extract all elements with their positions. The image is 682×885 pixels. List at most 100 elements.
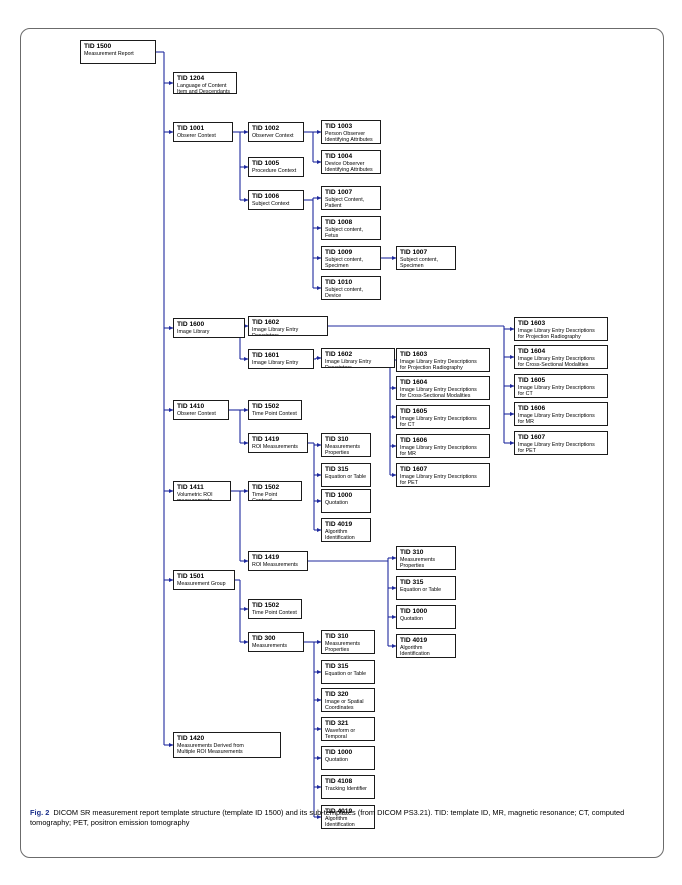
template-description: Measurements: [252, 643, 288, 649]
template-description: Image Library Entry Descriptions for PET: [518, 442, 595, 455]
template-description: Image Library Entry Descriptions for Pro…: [400, 359, 477, 372]
template-id: TID 321: [325, 720, 349, 727]
template-description: Subject Content, Patient: [325, 197, 365, 210]
template-id: TID 1603: [518, 320, 546, 327]
template-description: Subject content, Specimen: [325, 257, 363, 270]
template-id: TID 1602: [325, 351, 353, 358]
template-id: TID 1502: [252, 602, 280, 609]
template-id: TID 315: [325, 466, 349, 473]
template-id: TID 1606: [518, 405, 546, 412]
template-id: TID 1502: [252, 484, 280, 491]
template-description: Observer Context: [252, 133, 294, 139]
template-id: TID 1606: [400, 437, 428, 444]
template-id: TID 315: [325, 663, 349, 670]
template-description: Measurements Properties: [400, 557, 436, 570]
template-description: Image Library Entry Descriptors: [325, 359, 372, 367]
figure-caption: Fig. 2 DICOM SR measurement report templ…: [30, 808, 652, 828]
template-description: Measurement Group: [177, 581, 226, 587]
template-description: Image Library Entry Descriptions for MR: [518, 413, 595, 426]
template-id: TID 1000: [325, 492, 353, 499]
template-id: TID 1501: [177, 573, 205, 580]
template-id: TID 1600: [177, 321, 205, 328]
template-id: TID 1204: [177, 75, 205, 82]
template-description: Obserer Context: [177, 133, 216, 139]
template-id: TID 1001: [177, 125, 205, 132]
template-description: Person Observer Identifying Attributes: [325, 131, 373, 144]
template-id: TID 1603: [400, 351, 428, 358]
template-id: TID 1000: [400, 608, 428, 615]
template-id: TID 1008: [325, 219, 353, 226]
template-description: ROI Measurements: [252, 444, 298, 450]
template-description: Equation or Table: [400, 587, 442, 593]
template-description: Image Library Entry Descriptions for CT: [518, 385, 595, 398]
template-id: TID 1002: [252, 125, 280, 132]
template-id: TID 4108: [325, 778, 353, 785]
template-description: Image Library Entry: [252, 360, 299, 366]
template-description: Measurements Derived from Multiple ROI M…: [177, 743, 244, 756]
template-id: TID 1604: [518, 348, 546, 355]
template-id: TID 310: [325, 633, 349, 640]
template-id: TID 1003: [325, 123, 353, 130]
template-id: TID 1419: [252, 554, 280, 561]
template-description: Algorithm Identification: [400, 645, 430, 658]
template-description: Algorithm Identification: [325, 816, 355, 829]
template-description: Procedure Context: [252, 168, 297, 174]
template-description: Measurements Properties: [325, 641, 361, 654]
template-id: TID 310: [325, 436, 349, 443]
template-description: Image Library Entry Descriptions for MR: [400, 445, 477, 458]
template-description: Image Library Entry Descriptors: [252, 327, 299, 335]
template-id: TID 1005: [252, 160, 280, 167]
template-id: TID 1410: [177, 403, 205, 410]
template-id: TID 1500: [84, 43, 112, 50]
template-description: Quotation: [325, 757, 348, 763]
template-id: TID 1006: [252, 193, 280, 200]
template-id: TID 1411: [177, 484, 204, 491]
template-description: Subject content, Fetus: [325, 227, 363, 240]
template-description: Measurements Properties: [325, 444, 361, 457]
template-id: TID 1010: [325, 279, 353, 286]
figure-frame: [20, 28, 664, 858]
template-id: TID 1000: [325, 749, 353, 756]
template-id: TID 1602: [252, 319, 280, 326]
template-description: Language of Content Item and Descendants: [177, 83, 230, 94]
template-id: TID 1601: [252, 352, 280, 359]
template-description: Time Point Context: [252, 411, 297, 417]
template-description: Image Library Entry Descriptions for PET: [400, 474, 477, 487]
template-description: Equation or Table: [325, 671, 367, 677]
template-id: TID 1604: [400, 379, 428, 386]
template-description: Image Library Entry Descriptions for Cro…: [518, 356, 595, 369]
template-description: Image Library Entry Descriptions for Cro…: [400, 387, 477, 400]
template-id: TID 1419: [252, 436, 280, 443]
